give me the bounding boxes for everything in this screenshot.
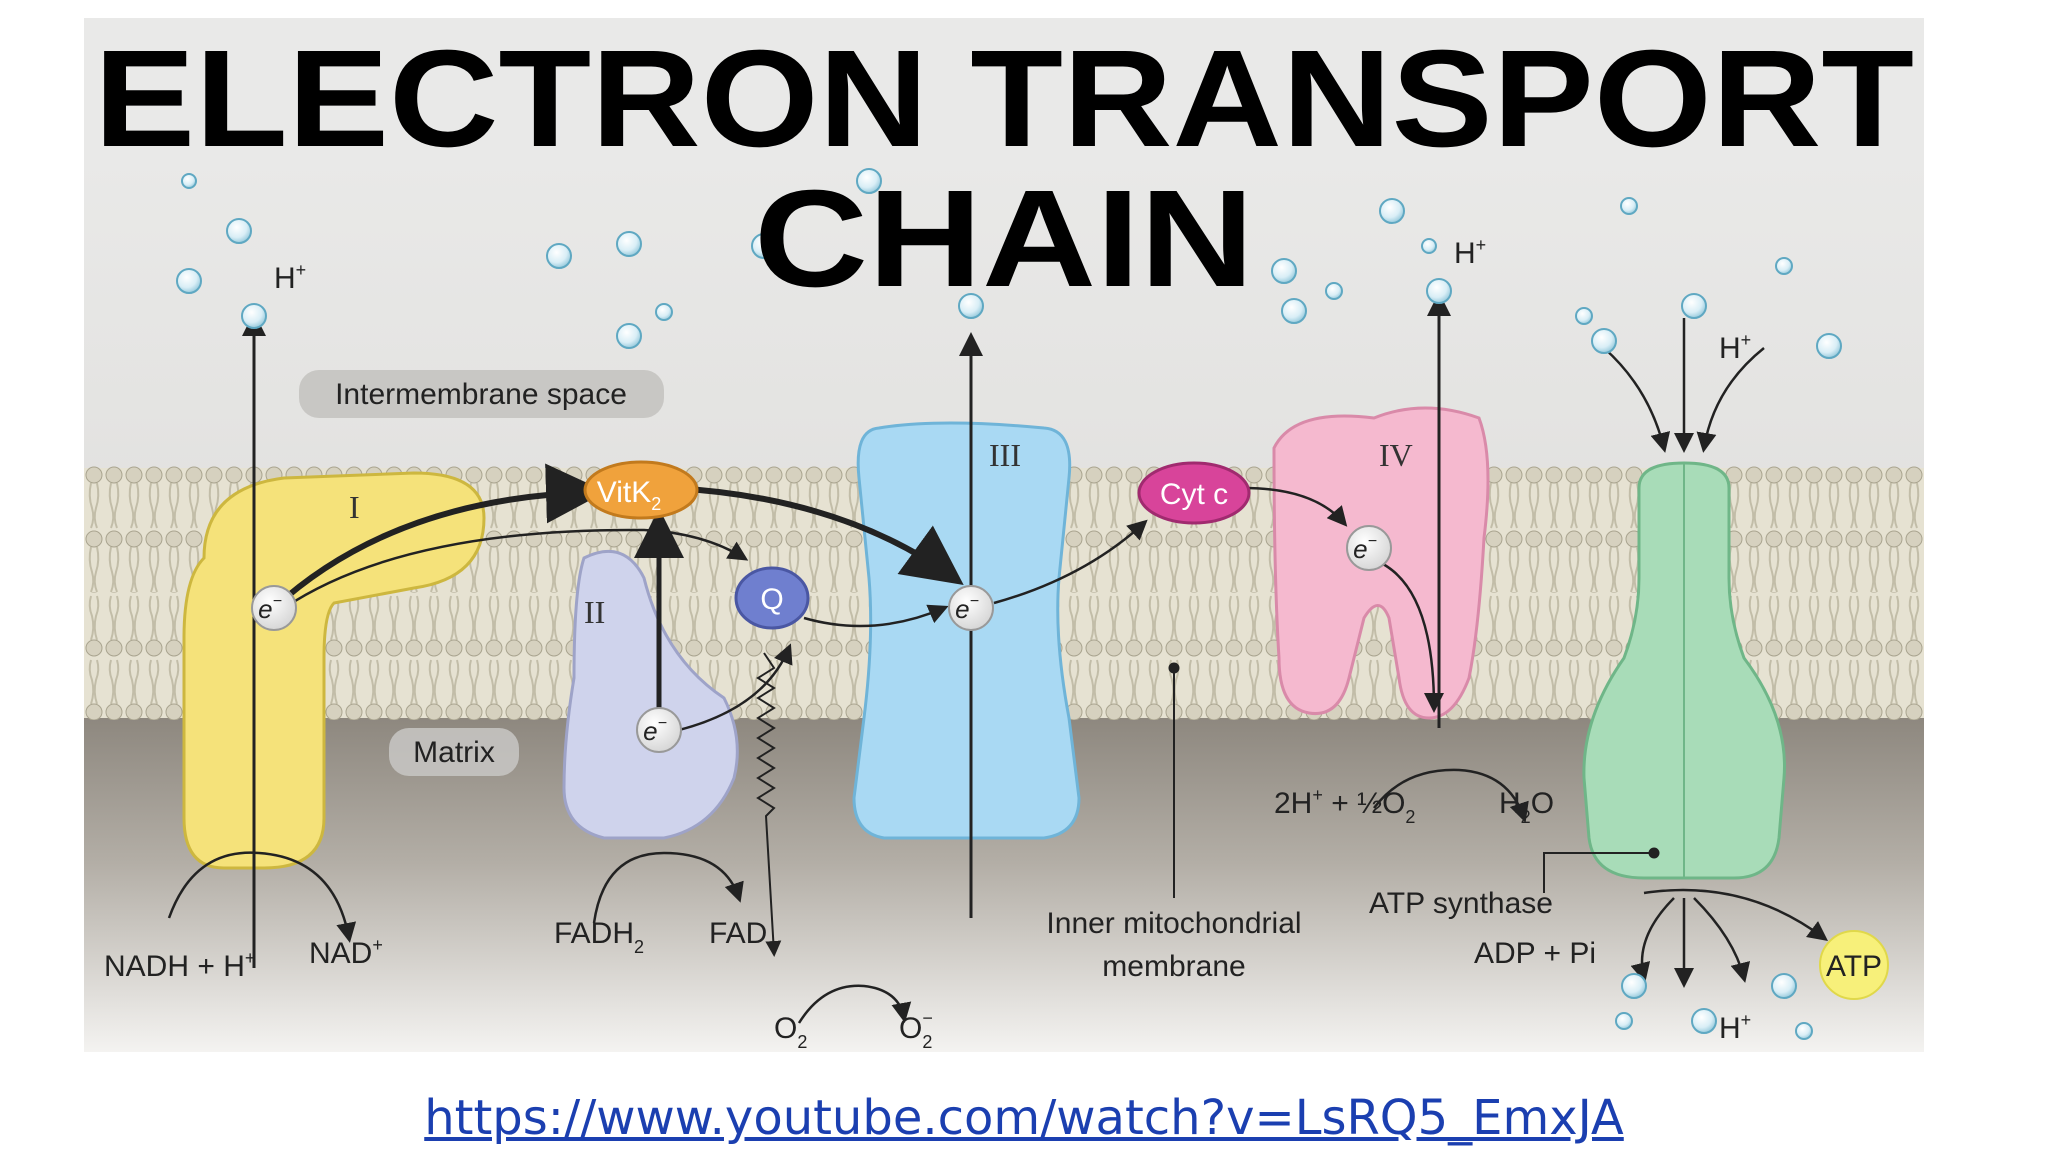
proton-labels: H+ H+ H+ H+ [274,235,1751,1045]
proton-label-iv: H+ [1454,235,1486,270]
water-label: H2O [1499,787,1554,827]
vitk2-carrier: VitK2 [583,460,699,520]
q-carrier: Q [734,566,810,630]
electron-complex-i: e− [251,585,297,631]
inner-membrane-label-2: membrane [1102,950,1245,983]
fadh2-label: FADH2 [554,917,644,957]
arrow-vitk2-to-iii [673,485,964,586]
svg-text:ATP: ATP [1826,950,1882,983]
svg-text:e−: e− [1353,533,1377,564]
svg-text:Q: Q [760,583,783,616]
adp-pi-label: ADP + Pi [1474,937,1596,970]
matrix-label: Matrix [413,736,495,769]
inner-membrane-label-1: Inner mitochondrial [1046,907,1301,940]
complex-ii-label: II [584,594,605,630]
svg-text:VitK2: VitK2 [597,476,662,514]
svg-text:e−: e− [643,715,667,746]
atp-synthase-label: ATP synthase [1369,887,1553,920]
complex-i-label: I [349,489,360,525]
arrow-ii-to-q [678,643,793,732]
arrow-i-to-q [283,528,749,610]
proton-label-atp-in: H+ [1719,330,1751,365]
nadh-label: NADH + H+ [104,948,255,983]
complex-iii-label: III [989,437,1021,473]
arrow-q-to-iii [803,604,949,628]
electron-complex-iv: e− [1346,525,1392,571]
complex-ii-shape [562,549,739,840]
oxygen-label: O2 [774,1012,807,1052]
complex-iv-label: IV [1379,437,1413,473]
intermembrane-space-label: Intermembrane space [335,378,627,411]
title-line-1: ELECTRON TRANSPORT [94,22,1914,176]
nad-label: NAD+ [309,935,383,970]
superoxide-label: O2− [899,1008,933,1052]
arrow-i-to-vitk2 [271,463,606,611]
complex-i-shape [182,471,486,870]
arrow-cytc-to-iv [1243,486,1348,527]
cytochrome-c-carrier: Cyt c [1137,461,1251,525]
proton-label-i: H+ [274,260,306,295]
arrow-iii-to-cytc [993,519,1148,605]
electron-complex-iii: e− [948,585,994,631]
atp-product: ATP [1819,930,1889,1000]
electron-complex-ii: e− [636,707,682,753]
proton-label-atp-out: H+ [1719,1010,1751,1045]
water-reactants-label: 2H+ + ½O2 [1274,785,1415,827]
svg-text:Cyt c: Cyt c [1160,478,1228,511]
proton-bubbles [176,168,1842,1040]
source-video-link[interactable]: https://www.youtube.com/watch?v=LsRQ5_Em… [424,1090,1624,1146]
etc-diagram: ELECTRON TRANSPORT CHAIN Intermembrane s… [84,18,1924,1052]
superoxide-leak-arrow [756,652,782,957]
svg-text:e−: e− [258,593,282,624]
svg-text:e−: e− [955,593,979,624]
fad-label: FAD [709,917,767,950]
electron-badges: e− e− e− e− [251,525,1392,753]
title-line-2: CHAIN [754,162,1254,316]
